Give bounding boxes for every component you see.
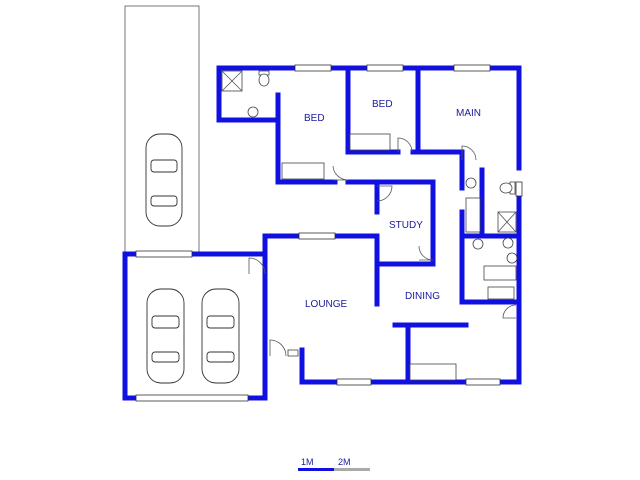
scale-segment-2 — [334, 468, 370, 471]
room-label-lounge: LOUNGE — [305, 299, 348, 310]
doors — [248, 137, 517, 357]
car-garage-right — [201, 288, 240, 384]
fixtures — [221, 70, 518, 381]
room-label-dining: DINING — [405, 291, 440, 302]
room-label-bed-1: BED — [304, 113, 325, 124]
room-label-main: MAIN — [456, 108, 481, 119]
windows — [135, 64, 523, 402]
scale-segment-1 — [298, 468, 334, 471]
room-label-bed-2: BED — [372, 99, 393, 110]
scale-bar: 1M 2M — [298, 457, 370, 471]
car-driveway — [145, 133, 183, 227]
scale-label-1m: 1M — [301, 457, 314, 467]
car-garage-left — [146, 288, 185, 384]
scale-label-2m: 2M — [338, 457, 351, 467]
room-label-study: STUDY — [389, 220, 423, 231]
